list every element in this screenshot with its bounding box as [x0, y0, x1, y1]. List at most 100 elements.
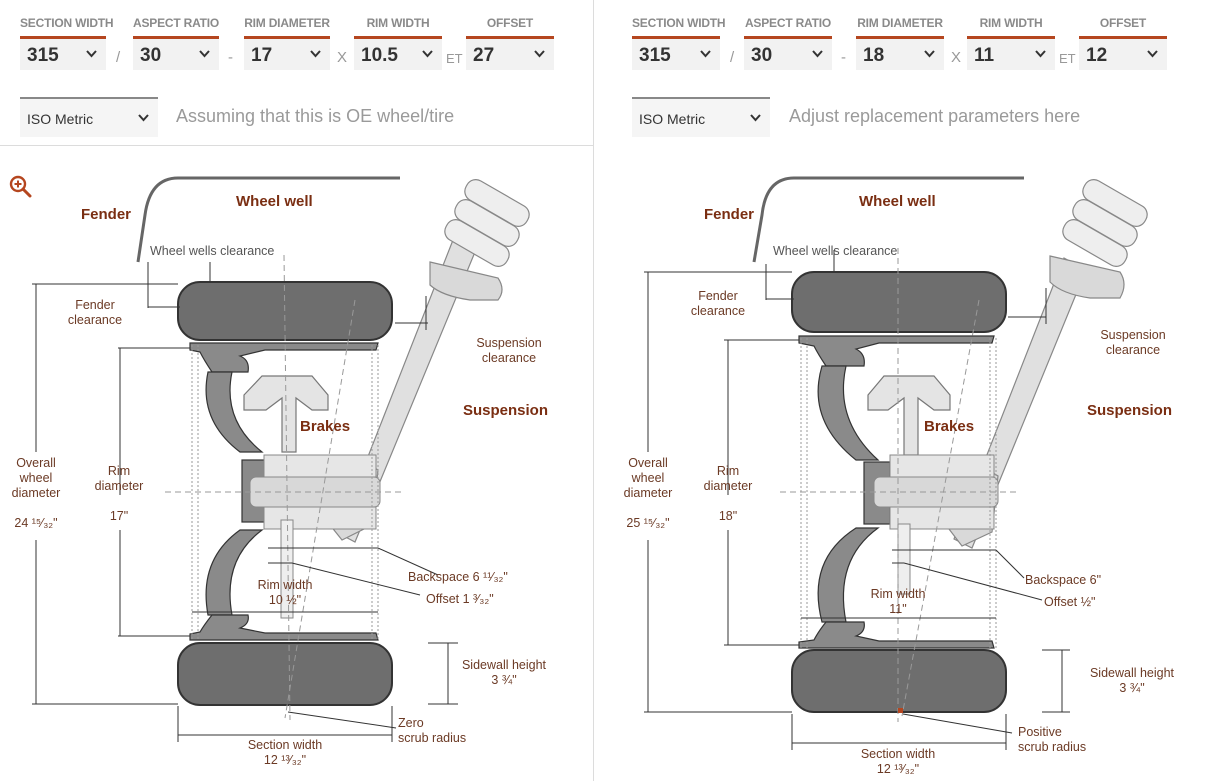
chevron-down-icon — [1035, 50, 1046, 58]
rim-width-select[interactable]: 10.5 — [354, 36, 442, 70]
panel-divider — [593, 0, 594, 781]
sidewall-height-value: 3 ¾" — [491, 673, 516, 687]
chevron-down-icon — [812, 50, 823, 58]
field-value: 12 — [1086, 45, 1108, 66]
rim-diameter-select[interactable]: 17 — [244, 36, 330, 70]
backspace-label: Backspace 6" — [1025, 573, 1101, 587]
rim-diameter-value: 17" — [110, 509, 128, 523]
suspension-label: Suspension — [463, 402, 548, 419]
separator: / — [116, 49, 121, 66]
chevron-down-icon — [310, 50, 321, 58]
aspect-ratio-select[interactable]: 30 — [133, 36, 219, 70]
section-width-select[interactable]: 315 — [632, 36, 720, 70]
chevron-down-icon — [1147, 50, 1158, 58]
overall-diameter-label-2: wheel — [631, 471, 665, 485]
wheel-wells-clearance-label: Wheel wells clearance — [773, 244, 897, 258]
brake-assembly — [867, 375, 999, 595]
fender-outline — [136, 176, 400, 263]
offset-select[interactable]: 27 — [466, 36, 554, 70]
field-label: RIM DIAMETER — [244, 16, 330, 30]
scrub-point — [898, 708, 903, 713]
fender-label: Fender — [81, 206, 131, 223]
rim-diameter-select[interactable]: 18 — [856, 36, 944, 70]
section-width-field[interactable]: SECTION WIDTH 315 — [20, 14, 114, 70]
separator: ET — [1059, 51, 1076, 66]
offset-select[interactable]: 12 — [1079, 36, 1167, 70]
field-label: OFFSET — [486, 16, 534, 30]
rim-width-label: Rim width — [871, 587, 926, 601]
field-label: ASPECT RATIO — [133, 16, 220, 30]
wheel-well-label: Wheel well — [236, 193, 313, 210]
rim-width-field[interactable]: RIM WIDTH 10.5 — [354, 14, 442, 70]
rim-width-field[interactable]: RIM WIDTH 11 — [967, 14, 1055, 70]
fender-label: Fender — [704, 206, 754, 223]
aspect-ratio-field[interactable]: ASPECT RATIO 30 — [133, 14, 219, 70]
field-label: RIM WIDTH — [979, 16, 1043, 30]
overall-diameter-label-3: diameter — [624, 486, 673, 500]
field-label: OFFSET — [1099, 16, 1147, 30]
overall-diameter-label-1: Overall — [628, 456, 668, 470]
scrub-radius-label-1: Zero — [398, 716, 424, 730]
suspension-label: Suspension — [1087, 402, 1172, 419]
offset-field[interactable]: OFFSET 27 — [466, 14, 554, 70]
scrub-radius-label-2: scrub radius — [1018, 740, 1086, 754]
fender-clearance-label-1: Fender — [698, 289, 738, 303]
aspect-ratio-select[interactable]: 30 — [744, 36, 832, 70]
rim-diameter-label-1: Rim — [717, 464, 739, 478]
field-value: 30 — [140, 45, 162, 66]
separator: X — [337, 49, 348, 66]
separator: - — [228, 49, 233, 66]
aspect-ratio-field[interactable]: ASPECT RATIO 30 — [744, 14, 832, 70]
brakes-label: Brakes — [924, 418, 974, 435]
field-value: 30 — [751, 45, 773, 66]
section-width-field[interactable]: SECTION WIDTH 315 — [632, 14, 726, 70]
rim-diameter-field[interactable]: RIM DIAMETER 18 — [856, 14, 944, 70]
select-value: ISO Metric — [27, 111, 94, 127]
rim-width-value: 11" — [889, 602, 906, 616]
rim-profile — [189, 342, 379, 641]
hint-text: Adjust replacement parameters here — [789, 106, 1081, 126]
brake-assembly — [243, 375, 381, 619]
overall-diameter-value: 24 ¹⁵⁄₃₂" — [14, 516, 57, 530]
backspace-label: Backspace 6 ¹¹⁄₃₂" — [408, 570, 508, 584]
tire-bottom — [177, 642, 393, 706]
chevron-down-icon — [86, 50, 97, 58]
rim-diameter-label-2: diameter — [95, 479, 144, 493]
hint-text: Assuming that this is OE wheel/tire — [176, 106, 455, 126]
separator: / — [730, 49, 735, 66]
rim-width-label: Rim width — [258, 578, 313, 592]
select-value: ISO Metric — [639, 111, 706, 127]
tire-top — [177, 281, 393, 341]
overall-diameter-value: 25 ¹⁵⁄₃₂" — [626, 516, 669, 530]
rim-diameter-value: 18" — [719, 509, 737, 523]
section-width-value: 12 ¹³⁄₃₂" — [264, 753, 306, 767]
wheel-wells-clearance-label: Wheel wells clearance — [150, 244, 274, 258]
rim-diameter-field[interactable]: RIM DIAMETER 17 — [244, 14, 330, 70]
sidewall-height-label: Sidewall height — [462, 658, 547, 672]
tire-bottom — [791, 649, 1007, 713]
field-label: RIM WIDTH — [366, 16, 430, 30]
rim-diameter-label-1: Rim — [108, 464, 130, 478]
panel-replacement: SECTION WIDTH 315 / ASPECT RATIO 30 - RI… — [594, 0, 1213, 781]
zoom-in-icon[interactable] — [8, 174, 32, 198]
chevron-down-icon — [700, 50, 711, 58]
fender-clearance-label-2: clearance — [68, 313, 122, 327]
chevron-down-icon — [138, 114, 149, 122]
measurement-system-select[interactable]: ISO Metric — [20, 97, 158, 137]
rim-width-select[interactable]: 11 — [967, 36, 1055, 70]
chevron-down-icon — [422, 50, 433, 58]
rim-width-value: 10 ½" — [269, 593, 301, 607]
scrub-radius-label-1: Positive — [1018, 725, 1062, 739]
fender-clearance-label-1: Fender — [75, 298, 115, 312]
panel-original: SECTION WIDTH 315 / ASPECT RATIO 30 - RI… — [0, 0, 593, 781]
brakes-label: Brakes — [300, 418, 350, 435]
overall-diameter-label-1: Overall — [16, 456, 56, 470]
measurement-system-select[interactable]: ISO Metric — [632, 97, 770, 137]
field-value: 315 — [27, 45, 59, 66]
offset-field[interactable]: OFFSET 12 — [1079, 14, 1167, 70]
suspension-clearance-label-1: Suspension — [1100, 328, 1165, 342]
section-width-select[interactable]: 315 — [20, 36, 106, 70]
sidewall-height-value: 3 ¾" — [1119, 681, 1144, 695]
suspension-clearance-label-2: clearance — [482, 351, 536, 365]
section-width-label: Section width — [861, 747, 935, 761]
